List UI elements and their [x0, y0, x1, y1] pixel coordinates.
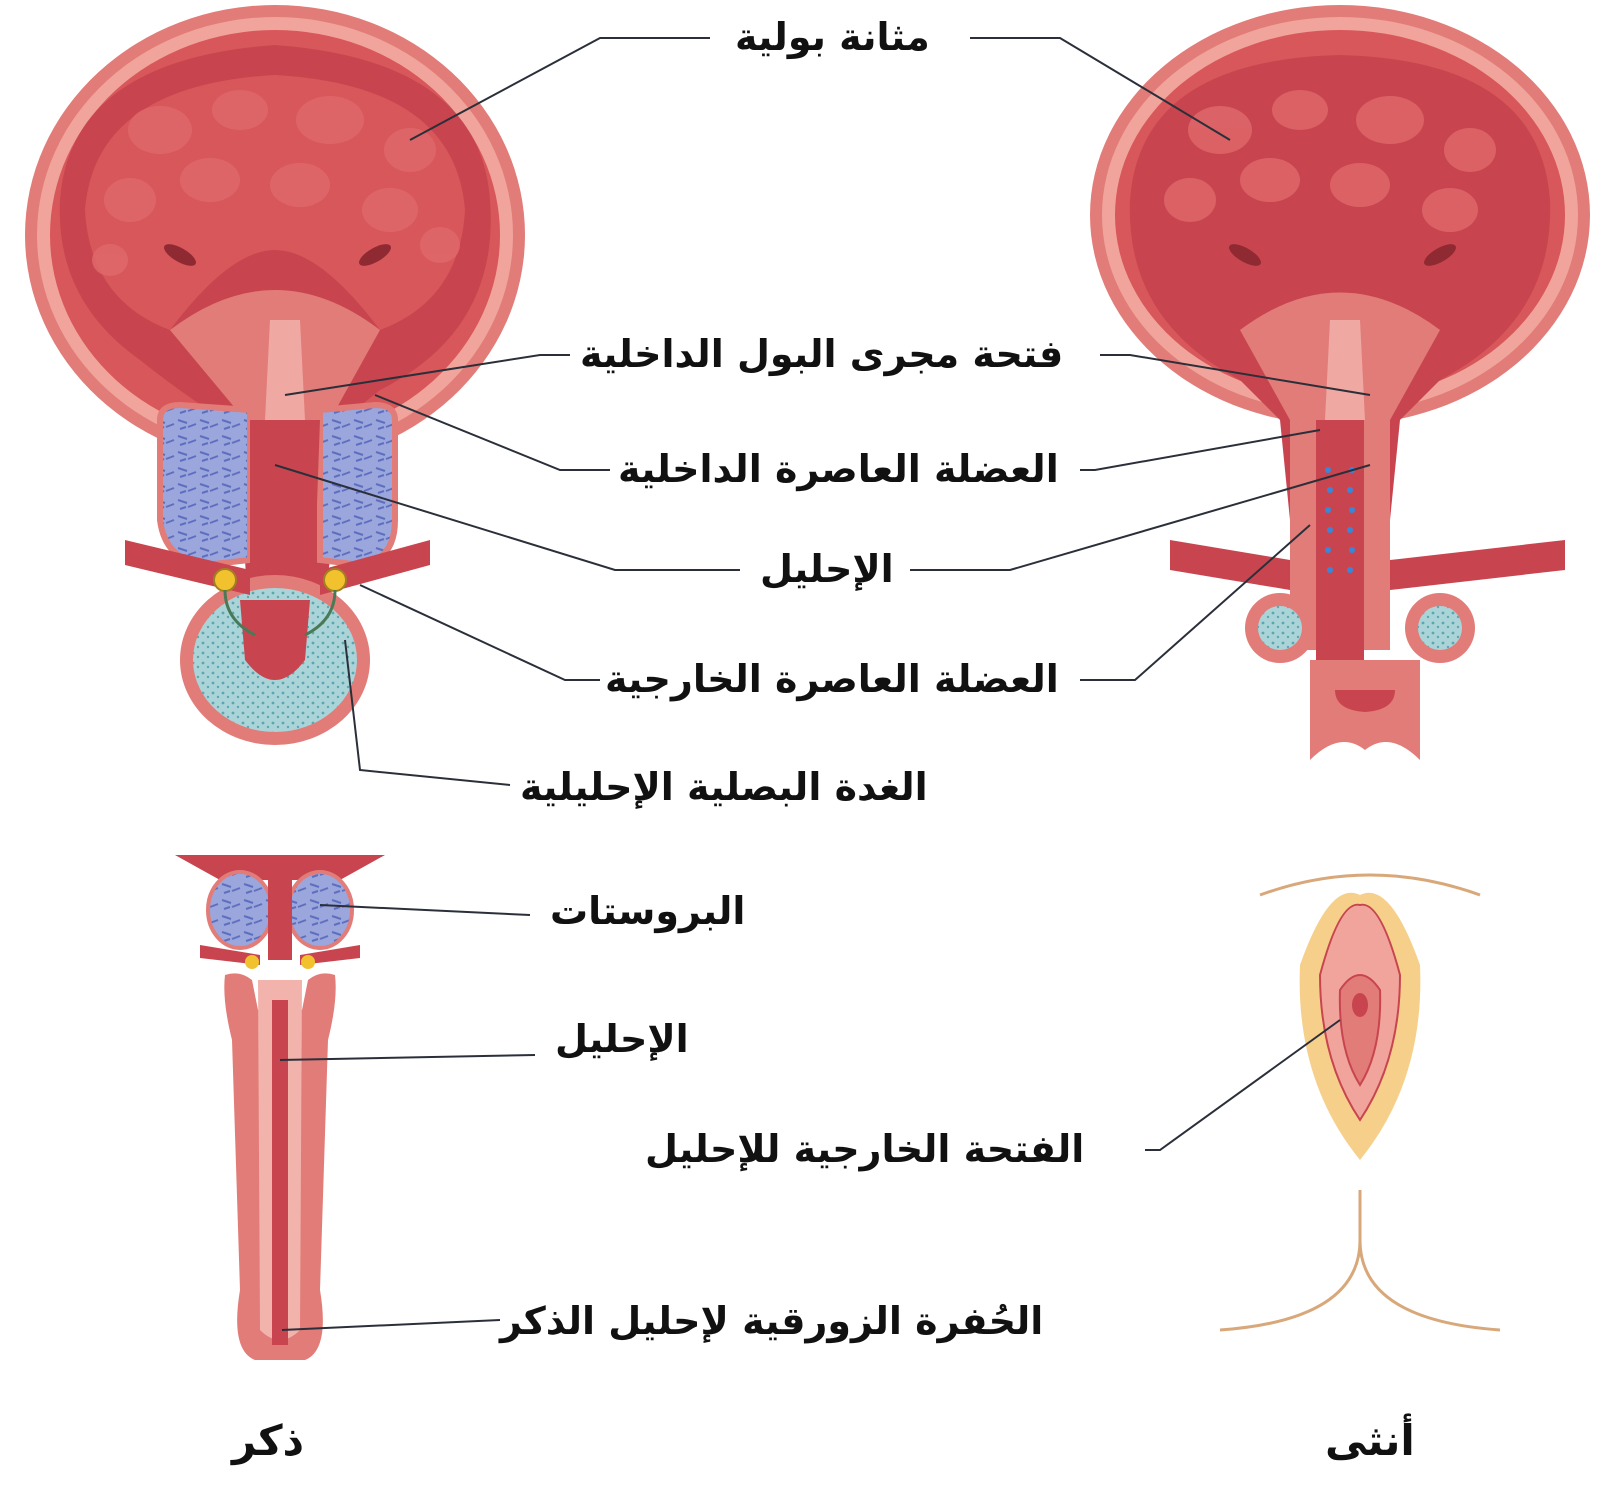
label-bladder: مثانة بولية	[735, 18, 930, 56]
female-bladder	[1090, 5, 1590, 760]
male-bladder	[25, 5, 525, 745]
label-bulbourethral-gland: الغدة البصلية الإحليلية	[520, 768, 928, 806]
caption-male: ذكر	[232, 1420, 304, 1462]
male-penis	[175, 855, 385, 1360]
label-internal-sphincter: العضلة العاصرة الداخلية	[618, 450, 1059, 488]
female-external	[1220, 875, 1500, 1330]
label-navicular-fossa: الحُفرة الزورقية لإحليل الذكر	[500, 1302, 1043, 1340]
label-urethra-lower: الإحليل	[555, 1020, 689, 1058]
caption-female: أنثى	[1325, 1420, 1415, 1462]
label-prostate: البروستات	[550, 892, 745, 930]
label-internal-urethral-opening: فتحة مجرى البول الداخلية	[580, 335, 1063, 373]
label-urethra-upper: الإحليل	[760, 550, 894, 588]
label-external-urethral-opening: الفتحة الخارجية للإحليل	[645, 1130, 1084, 1168]
label-external-sphincter: العضلة العاصرة الخارجية	[605, 660, 1059, 698]
